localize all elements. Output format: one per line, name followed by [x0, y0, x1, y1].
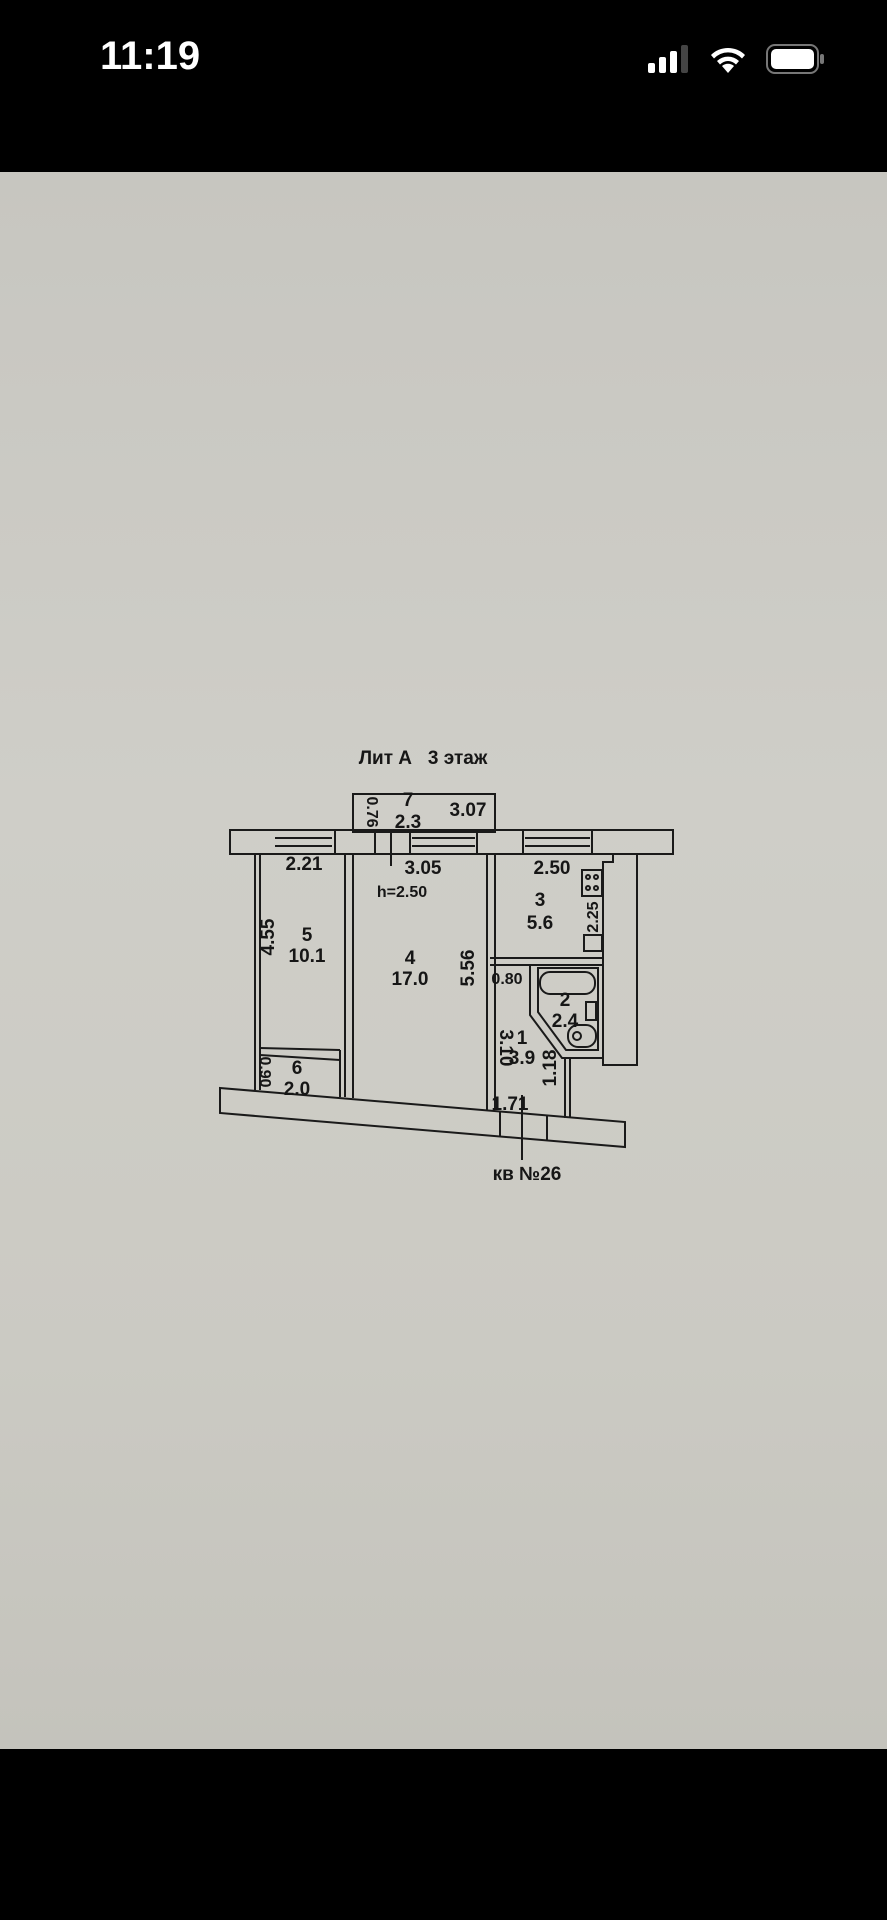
- dim-closet-depth: 0.90: [256, 1056, 273, 1087]
- room-6-number: 6: [292, 1058, 303, 1079]
- ceiling-height: h=2.50: [377, 884, 427, 901]
- washbasin-icon: [585, 1001, 597, 1021]
- dim-balcony-width: 3.07: [450, 800, 487, 821]
- bottom-wall: [219, 1086, 626, 1149]
- battery-icon: [766, 44, 824, 74]
- room-6-area: 2.0: [284, 1079, 310, 1100]
- balcony: [352, 793, 496, 833]
- cellular-signal-icon: [648, 45, 688, 73]
- apartment-label: кв №26: [493, 1164, 562, 1185]
- room-7-area: 2.3: [395, 812, 421, 833]
- status-bar: 11:19: [0, 0, 887, 172]
- room-4-number: 4: [405, 948, 416, 969]
- dim-kitchen-width: 2.50: [534, 858, 571, 879]
- room-2-number: 2: [560, 990, 571, 1011]
- bottom-bar: [0, 1749, 887, 1920]
- dim-room4-length: 5.56: [458, 950, 479, 987]
- dim-room5-width: 2.21: [286, 854, 323, 875]
- room-3-number: 3: [535, 890, 546, 911]
- top-wall: [229, 829, 674, 855]
- document-photo: [0, 172, 887, 1749]
- plan-labels: Лит А 3 этаж 0.76 7 2.3 3.07 2.21 3.05 h…: [256, 748, 602, 1185]
- dim-hall-depth: 1.18: [540, 1050, 561, 1087]
- dim-hall-length: 3.10: [495, 1030, 516, 1067]
- room-3-area: 5.6: [527, 913, 553, 934]
- room-4-area: 17.0: [392, 969, 429, 990]
- room-2-area: 2.4: [552, 1011, 579, 1032]
- room-1-area: 3.9: [509, 1048, 535, 1069]
- dim-hall-width: 1.71: [492, 1094, 529, 1115]
- plan-title: Лит А 3 этаж: [359, 748, 488, 769]
- dim-room4-width: 3.05: [405, 858, 442, 879]
- status-time: 11:19: [100, 34, 201, 78]
- dim-kitchen-length: 2.25: [585, 901, 602, 932]
- stove-icon: [581, 869, 603, 897]
- dim-bath-door: 0.80: [491, 971, 522, 988]
- dim-balcony-depth: 0.76: [363, 796, 380, 827]
- sink-icon: [583, 934, 603, 952]
- room-5-number: 5: [302, 925, 313, 946]
- bathtub-icon: [539, 971, 596, 995]
- room-7-number: 7: [403, 790, 414, 811]
- dim-room5-length: 4.55: [258, 918, 279, 955]
- toilet-icon: [567, 1024, 597, 1048]
- wifi-icon: [711, 47, 745, 73]
- room-1-number: 1: [517, 1028, 528, 1049]
- right-wall: [602, 853, 673, 1066]
- room-5-area: 10.1: [289, 946, 326, 967]
